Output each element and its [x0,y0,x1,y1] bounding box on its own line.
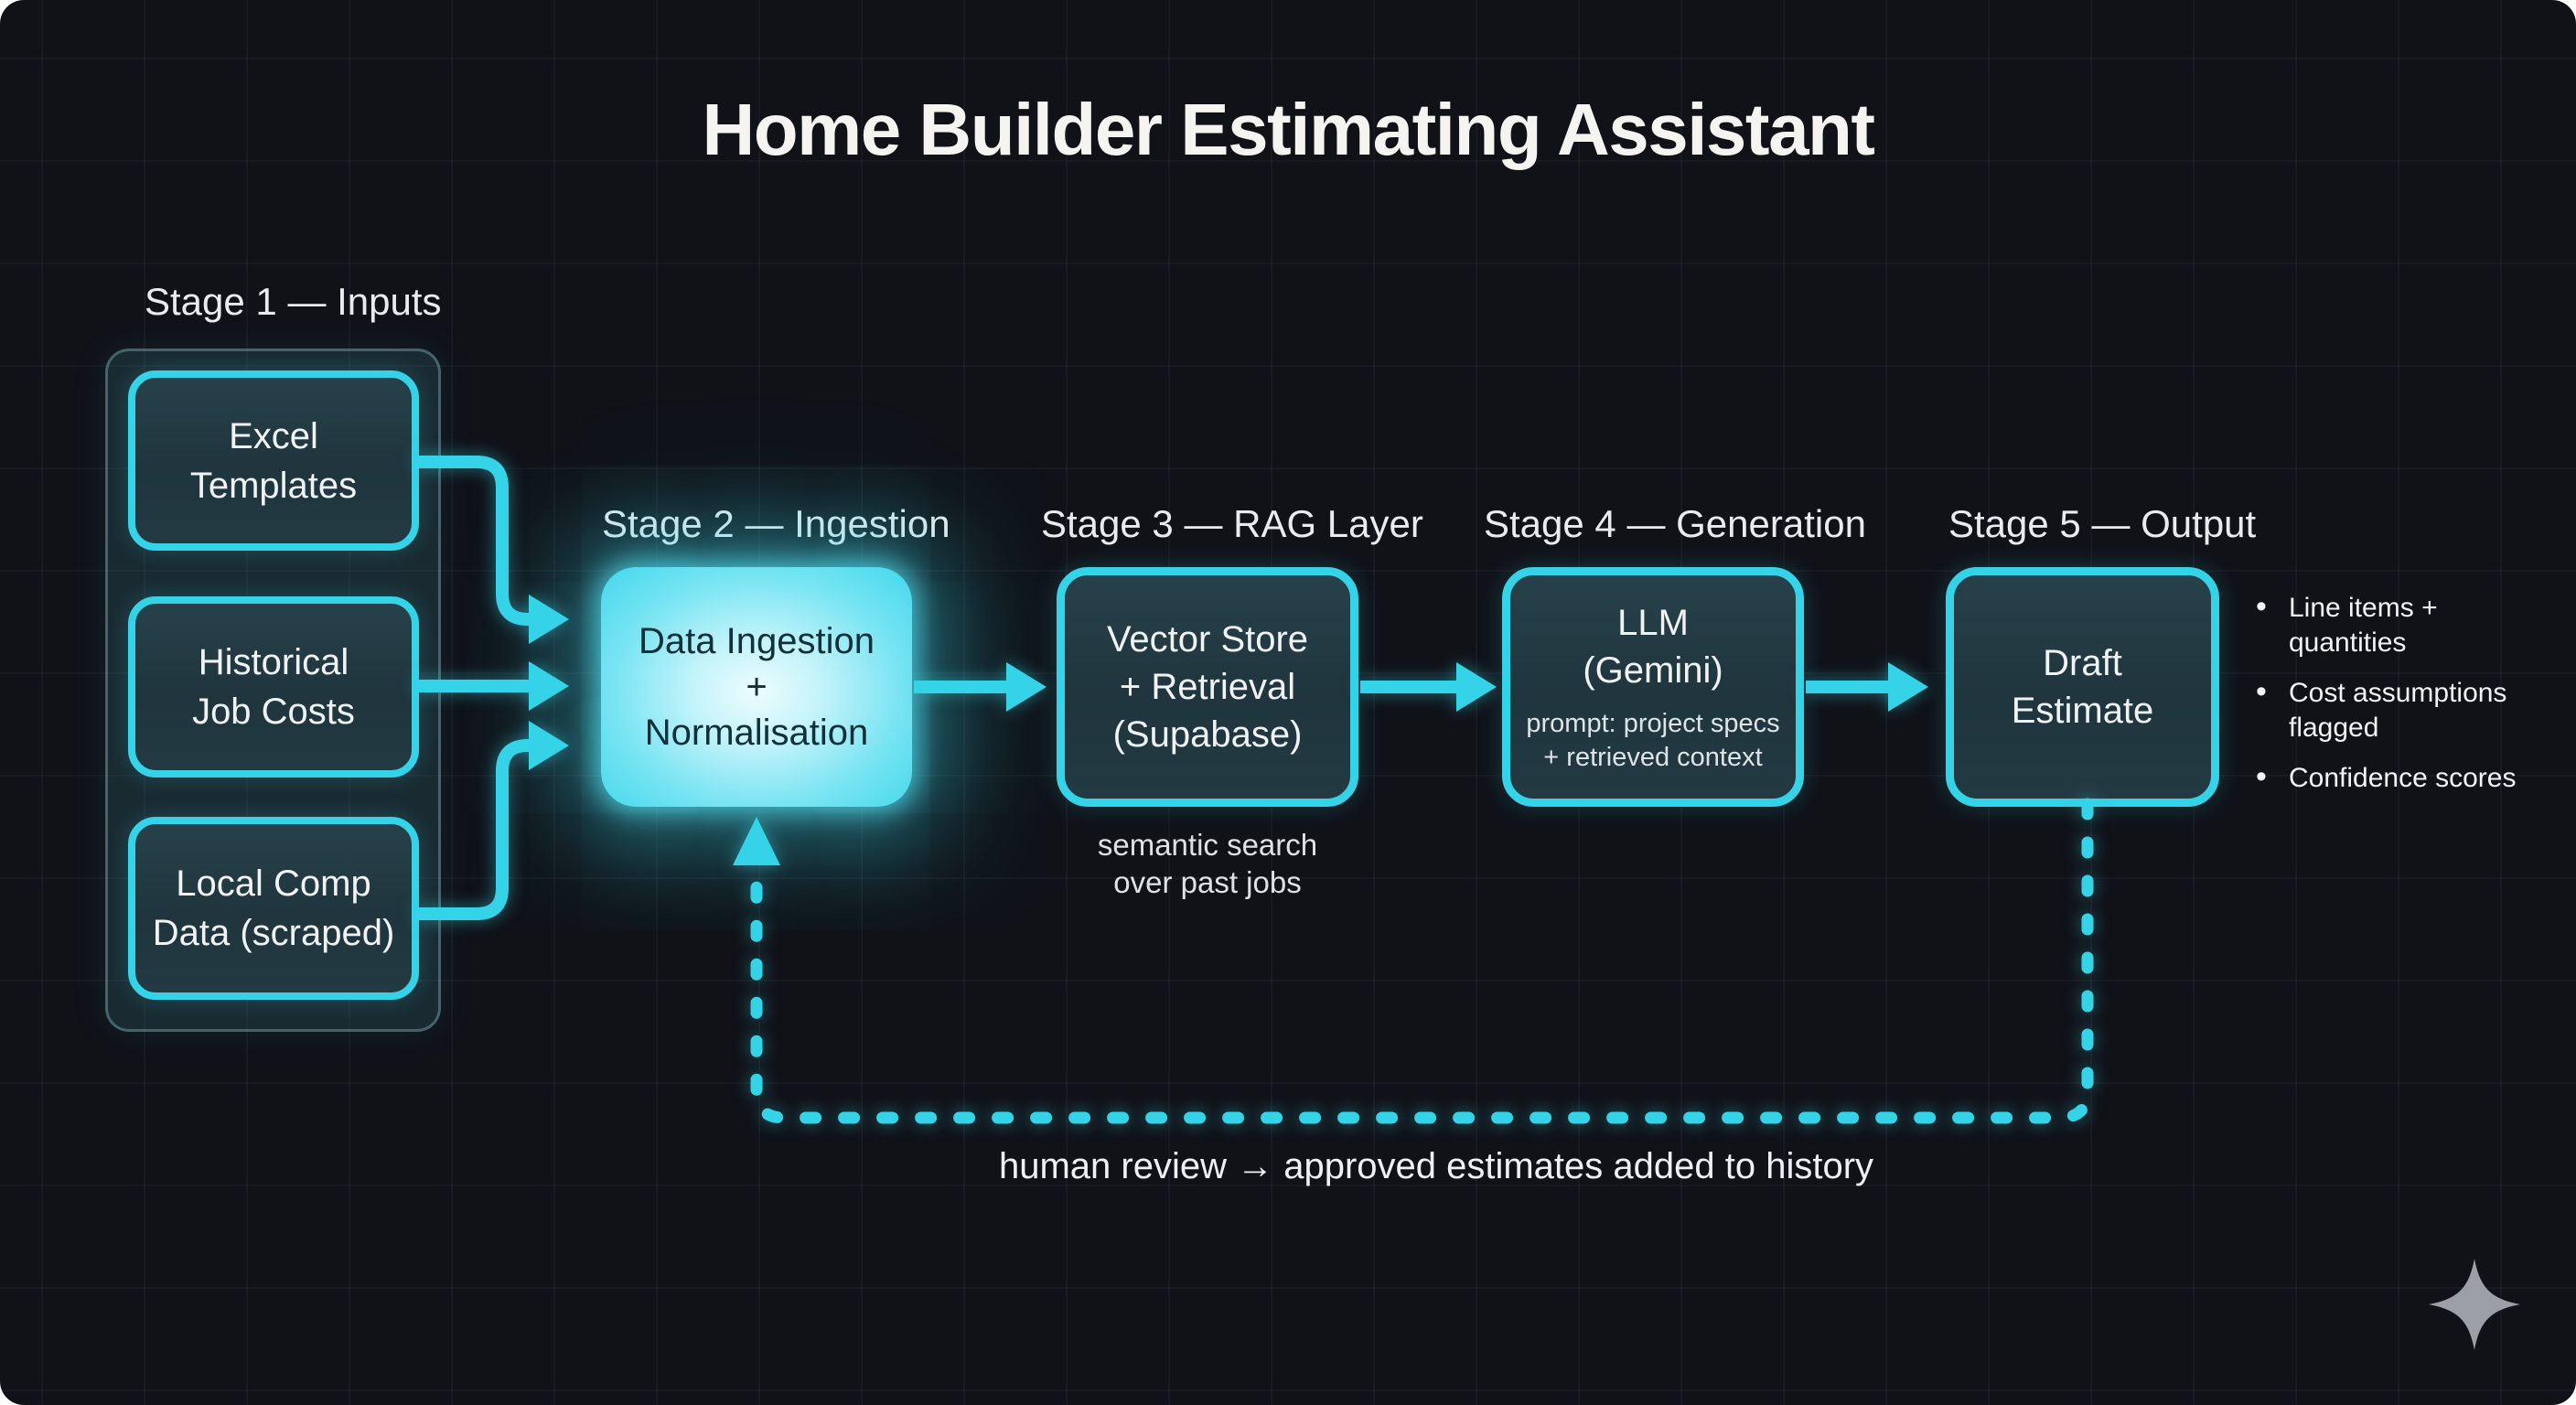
node-label-line: Normalisation [644,713,869,753]
node-label-line: Vector Store [1106,619,1309,660]
node-local-comp-data: Local Comp Data (scraped) [128,817,419,1000]
node-label-line: Excel [229,415,318,456]
stage3-label: Stage 3 — RAG Layer [1041,502,1423,545]
feedback-caption: human review → approved estimates added … [998,1146,1874,1186]
node-vector-store: Vector Store + Retrieval (Supabase) [1057,567,1358,807]
node-label-line: Job Costs [192,692,355,732]
subtext-line: + retrieved context [1543,743,1763,772]
node-llm-gemini: LLM (Gemini) prompt: project specs + ret… [1502,567,1804,807]
arrowhead-icon [1888,662,1928,712]
bullet-item: Line items + quantities [2249,589,2532,660]
node-label-line: Local Comp [176,863,371,904]
stage4-label: Stage 4 — Generation [1484,502,1866,545]
node-label-line: (Supabase) [1112,714,1303,755]
arrowhead-up-icon [733,817,780,865]
feedback-loop-dashed [750,798,2094,1124]
stage2-label: Stage 2 — Ingestion [602,502,950,545]
node-label-line: LLM [1617,603,1689,643]
arrowhead-icon [529,595,569,644]
bullet-item: Confidence scores [2249,759,2532,796]
connector-excel-to-ingestion [416,456,534,626]
llm-prompt-subtext: prompt: project specs + retrieved contex… [1526,707,1779,775]
node-data-ingestion: Data Ingestion + Normalisation [601,567,912,807]
sparkle-icon [2429,1259,2520,1350]
caption-line: over past jobs [1113,865,1302,899]
node-draft-estimate: Draft Estimate [1946,567,2219,807]
bullet-item: Cost assumptions flagged [2249,674,2532,745]
node-excel-templates: Excel Templates [128,370,419,551]
subtext-line: prompt: project specs [1526,709,1780,738]
node-label-line: + [746,667,767,707]
node-historical-job-costs: Historical Job Costs [128,596,419,778]
output-bullet-list: Line items + quantities Cost assumptions… [2249,589,2532,811]
node-label-line: Historical [198,642,349,682]
arrowhead-icon [529,721,569,770]
stage5-label: Stage 5 — Output [1948,502,2257,545]
arrowhead-icon [1006,662,1046,712]
node-label-line: (Gemini) [1583,650,1723,691]
node-label-line: Templates [189,465,358,506]
node-label-line: Estimate [2011,691,2154,731]
page-title: Home Builder Estimating Assistant [702,89,1875,170]
vector-store-caption: semantic search over past jobs [1057,826,1358,901]
stage1-label: Stage 1 — Inputs [145,280,442,323]
node-label-line: Draft [2043,643,2122,683]
node-label-line: Data Ingestion [639,621,875,661]
arrowhead-icon [1456,662,1497,712]
node-label-line: + Retrieval [1119,667,1296,707]
node-label-line: Data (scraped) [152,913,395,953]
caption-line: semantic search [1097,828,1318,862]
connector-localcomp-to-ingestion [416,739,534,920]
arrowhead-icon [529,661,569,711]
